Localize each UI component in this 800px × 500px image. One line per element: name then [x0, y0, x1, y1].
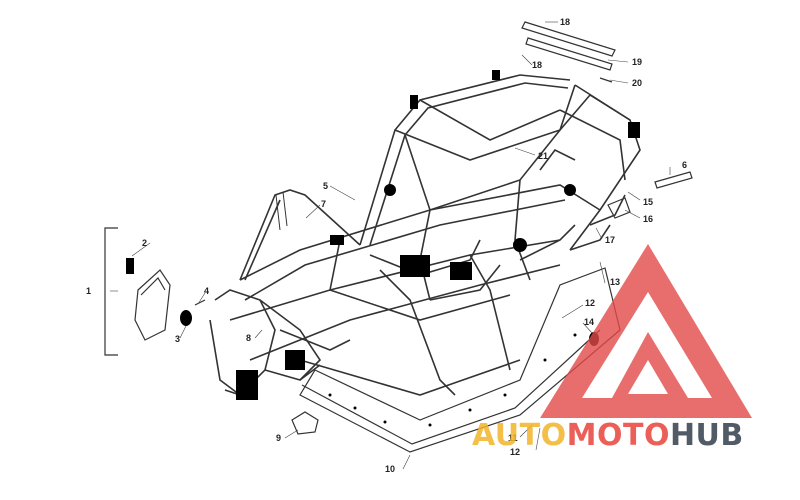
callout-11: 11	[508, 433, 518, 443]
callout-15: 15	[643, 197, 653, 207]
callout-6: 6	[682, 160, 687, 170]
callout-18-top: 18	[560, 17, 570, 27]
watermark-text: AUTOMOTOHUB	[472, 418, 744, 453]
callout-8: 8	[246, 333, 251, 343]
bracket-part-16	[607, 197, 631, 219]
callout-9: 9	[276, 433, 281, 443]
callout-18-mid: 18	[532, 60, 542, 70]
callout-4: 4	[204, 286, 209, 296]
callout-12-upper: 12	[585, 298, 595, 308]
rubber-strip-part	[654, 171, 693, 189]
watermark-triangle-logo	[540, 244, 752, 418]
skid-plate	[299, 267, 621, 453]
callout-21: 21	[538, 151, 548, 161]
callout-16: 16	[643, 214, 653, 224]
callout-12-lower: 12	[510, 447, 520, 457]
watermark-hub: HUB	[669, 418, 744, 453]
roll-cage-frame	[209, 74, 641, 396]
callout-13: 13	[610, 277, 620, 287]
callout-10: 10	[385, 464, 395, 474]
bracket-part-9	[291, 411, 319, 435]
frame-details	[236, 70, 640, 400]
bushing-part	[180, 299, 206, 326]
callout-1: 1	[86, 286, 91, 296]
callout-19: 19	[632, 57, 642, 67]
callout-labels: 1 2 3 4 5 6 7 8 9 10 11 12 12 13 14 15 1…	[86, 17, 687, 474]
callout-20: 20	[632, 78, 642, 88]
callout-7: 7	[321, 199, 326, 209]
callout-2: 2	[142, 238, 147, 248]
leader-lines	[110, 21, 671, 470]
callout-17: 17	[605, 235, 615, 245]
watermark-moto: MOTO	[566, 418, 670, 453]
side-panel-part	[104, 227, 171, 356]
callout-14: 14	[584, 317, 594, 327]
watermark-auto: AUTO	[472, 418, 567, 453]
callout-3: 3	[175, 334, 180, 344]
callout-5: 5	[323, 181, 328, 191]
top-rails-part	[521, 21, 616, 83]
